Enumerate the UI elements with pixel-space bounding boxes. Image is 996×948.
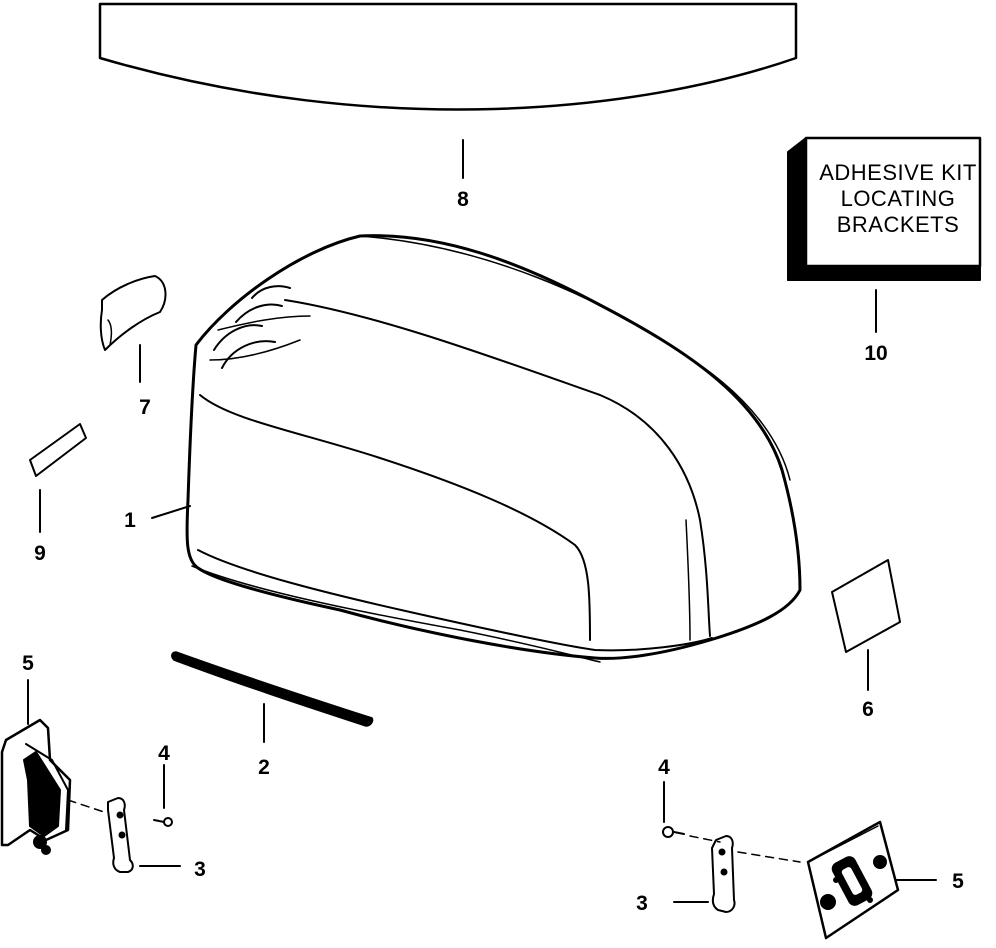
engine-cowl — [151, 234, 802, 663]
callout-5-right: 5 — [952, 870, 964, 893]
screw-right — [662, 781, 721, 843]
kit-label-line2: LOCATING — [841, 186, 956, 211]
screw-left — [153, 764, 173, 827]
callout-4-right: 4 — [658, 756, 670, 779]
callout-7: 7 — [139, 396, 151, 419]
kit-label-line1: ADHESIVE KIT — [819, 160, 977, 185]
callout-1: 1 — [124, 509, 136, 532]
decal-piece-7 — [99, 275, 167, 383]
callout-3-right: 3 — [636, 892, 648, 915]
hook-left — [107, 797, 181, 873]
decal-strip — [98, 2, 798, 179]
latch-bracket-left — [0, 679, 105, 855]
callout-8: 8 — [457, 188, 469, 211]
callout-5-left: 5 — [22, 652, 34, 675]
callout-9: 9 — [34, 542, 46, 565]
seal-strip — [171, 651, 374, 743]
decal-6 — [831, 559, 901, 691]
callout-2: 2 — [258, 756, 270, 779]
callout-3-left: 3 — [194, 858, 206, 881]
kit-label-line3: BRACKETS — [837, 212, 960, 237]
callout-4-left: 4 — [158, 742, 170, 765]
adhesive-kit-box — [787, 136, 982, 333]
callout-6: 6 — [862, 698, 874, 721]
callout-10: 10 — [864, 342, 887, 365]
latch-plate-right — [806, 820, 937, 940]
label-9 — [29, 423, 87, 533]
hook-right — [673, 835, 801, 913]
